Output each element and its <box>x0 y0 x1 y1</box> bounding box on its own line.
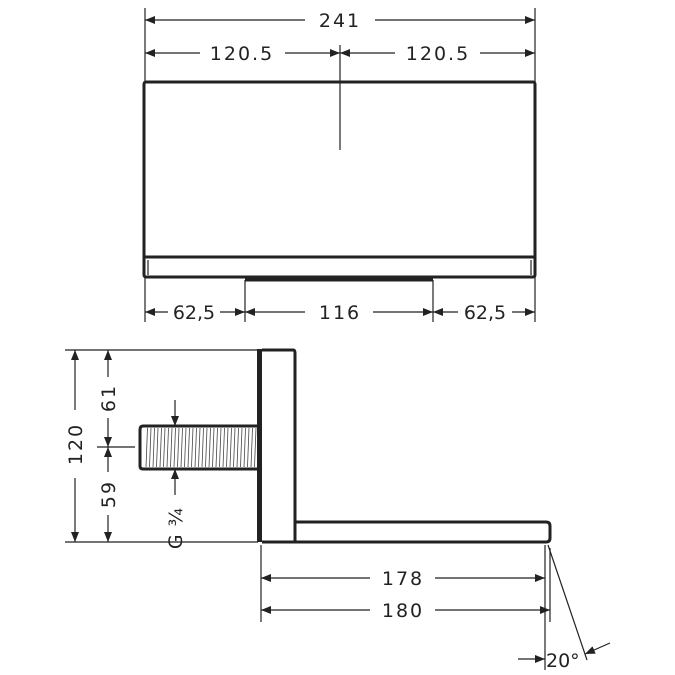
thread-dimension: G ¾ <box>165 400 187 549</box>
dim-upper-height: 61 <box>98 384 120 412</box>
angle-value: 20° <box>546 650 580 672</box>
thread-hatch-line <box>240 427 243 468</box>
thread-hatch-line <box>173 427 176 468</box>
thread-hatch-line <box>177 427 180 468</box>
dimension-241: 241 <box>145 10 535 32</box>
dimension-120: 120 <box>65 350 87 542</box>
dim-half-right: 120.5 <box>406 43 470 65</box>
shelf-front-outline <box>142 80 537 279</box>
dimension-178: 178 <box>261 568 545 590</box>
thread-hatch-line <box>219 427 222 468</box>
thread-hatch-line <box>226 427 229 468</box>
thread-hatch-line <box>145 427 148 468</box>
thread-hatch-line <box>208 427 211 468</box>
dim-half-left: 120.5 <box>210 43 274 65</box>
dim-bottom-right: 62,5 <box>464 302 506 324</box>
thread-hatch-line <box>201 427 204 468</box>
thread-hatch-line <box>149 427 152 468</box>
thread-hatch-line <box>229 427 232 468</box>
dim-bottom-center: 116 <box>319 302 361 324</box>
front-view: 241 120.5 120.5 62,5 116 62,5 <box>142 8 537 324</box>
thread-hatch-line <box>236 427 239 468</box>
thread-hatch-line <box>166 427 169 468</box>
side-view: 120 61 59 G ¾ 178 <box>65 348 611 672</box>
dimension-61-59: 61 59 <box>97 350 135 542</box>
thread-hatch-line <box>184 427 187 468</box>
thread-hatch-line <box>222 427 225 468</box>
thread-hatch-line <box>254 427 257 468</box>
thread-hatch-line <box>159 427 162 468</box>
dim-depth-outer: 180 <box>382 600 424 622</box>
dimension-180: 180 <box>261 600 550 622</box>
dim-overall-width: 241 <box>319 10 361 32</box>
dim-overall-height: 120 <box>65 423 87 465</box>
thread-hatch-line <box>215 427 218 468</box>
dimension-bottom: 62,5 116 62,5 <box>145 302 535 324</box>
thread-hatch-line <box>156 427 159 468</box>
thread-hatch-line <box>243 427 246 468</box>
thread-hatch-line <box>198 427 201 468</box>
thread-hatch-line <box>233 427 236 468</box>
thread-hatch-line <box>180 427 183 468</box>
thread-hatch-line <box>247 427 250 468</box>
dim-depth-inner: 178 <box>382 568 424 590</box>
dim-bottom-left: 62,5 <box>173 302 215 324</box>
dim-lower-height: 59 <box>98 480 120 508</box>
thread-hatch-line <box>170 427 173 468</box>
thread-hatch-line <box>212 427 215 468</box>
thread-size: G ¾ <box>165 507 187 549</box>
threaded-pipe <box>138 424 258 471</box>
thread-hatch-line <box>163 427 166 468</box>
angle-dimension: 20° <box>518 544 611 672</box>
thread-hatch-line <box>250 427 253 468</box>
thread-hatch-line <box>152 427 155 468</box>
thread-hatch-line <box>194 427 197 468</box>
dimension-120-5: 120.5 120.5 <box>145 43 535 65</box>
thread-hatch-line <box>191 427 194 468</box>
thread-hatch-line <box>187 427 190 468</box>
thread-hatch-line <box>205 427 208 468</box>
